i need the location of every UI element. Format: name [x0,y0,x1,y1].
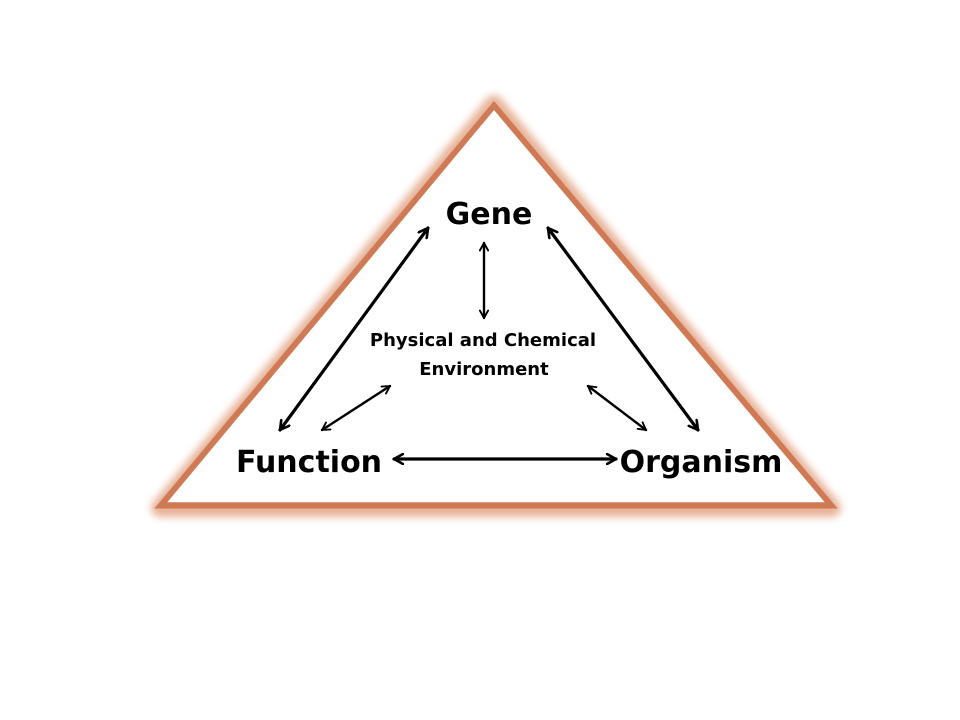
node-function: Function [236,445,382,480]
node-organism: Organism [620,445,783,480]
arrow-gene-organism [546,226,700,432]
arrow-gene-function [278,226,430,432]
node-environment-line2: Environment [419,359,549,380]
arrow-organism-environment [586,384,648,432]
node-environment-line1: Physical and Chemical [370,330,596,351]
arrow-function-environment [320,384,392,432]
arrows [278,226,700,459]
triangle-inner-line [167,110,825,503]
node-gene: Gene [446,197,533,232]
